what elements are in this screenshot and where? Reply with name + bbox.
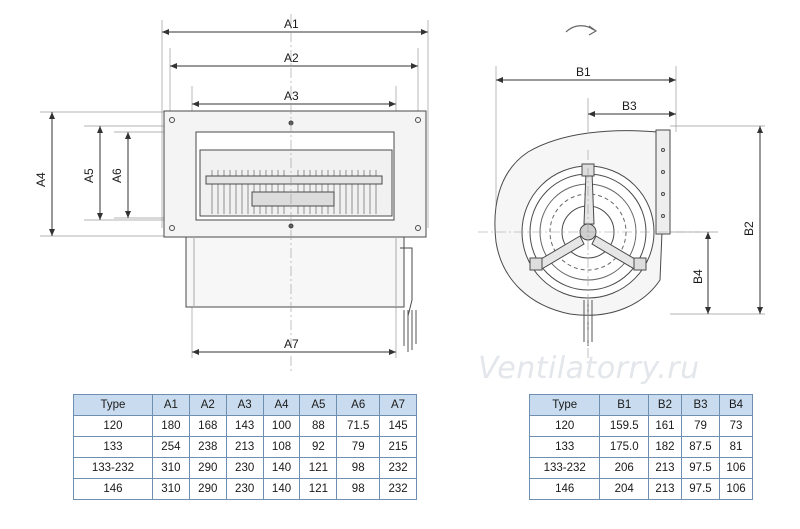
table-cell: 133-232 [73,457,153,479]
dim-label-a5: A5 [82,168,96,183]
table-header-cell: B3 [680,394,721,416]
table-cell: 310 [151,478,190,500]
table-cell: 213 [648,457,682,479]
dim-label-b4: B4 [691,269,705,284]
table-cell: 73 [719,415,753,437]
dim-label-a4: A4 [34,172,48,187]
table-cell: 161 [648,415,682,437]
table-header-cell: Type [528,394,601,416]
table-cell: 121 [299,457,338,479]
table-cell: 145 [379,415,417,437]
table-cell: 106 [719,478,753,500]
table-cell: 159.5 [599,415,650,437]
table-header-cell: B1 [599,394,650,416]
dim-label-b3: B3 [622,99,637,113]
table-cell: 213 [225,436,264,458]
table-cell: 213 [648,478,682,500]
dimensions-table-b: Type B1 B2 B3 B4 120 159.5 161 79 73 133… [528,394,753,500]
table-cell: 140 [262,457,301,479]
table-cell: 120 [73,415,153,437]
table-header-cell: Type [73,394,153,416]
table-row: 133 175.0 182 87.5 81 [528,436,753,458]
table-cell: 146 [528,478,601,500]
table-row: 146 310 290 230 140 121 98 232 [73,478,417,500]
table-cell: 230 [225,457,264,479]
table-cell: 175.0 [599,436,650,458]
table-header-cell: A3 [225,394,264,416]
table-cell: 133 [73,436,153,458]
table-cell: 98 [336,457,381,479]
table-header-row: Type A1 A2 A3 A4 A5 A6 A7 [73,394,417,416]
table-cell: 238 [188,436,227,458]
table-header-cell: A4 [262,394,301,416]
table-row: 120 159.5 161 79 73 [528,415,753,437]
table-cell: 182 [648,436,682,458]
table-header-cell: A2 [188,394,227,416]
table-cell: 81 [719,436,753,458]
table-cell: 97.5 [680,478,721,500]
table-cell: 206 [599,457,650,479]
table-cell: 204 [599,478,650,500]
table-cell: 180 [151,415,190,437]
table-cell: 79 [680,415,721,437]
table-cell: 98 [336,478,381,500]
rotation-direction-arrow-icon [565,25,598,36]
table-cell: 79 [336,436,381,458]
table-cell: 97.5 [680,457,721,479]
dim-label-a7: A7 [284,337,299,351]
dim-label-a2: A2 [284,51,299,65]
dim-label-a1: A1 [284,17,299,31]
table-header-cell: A6 [336,394,381,416]
table-cell: 120 [528,415,601,437]
side-view [478,66,765,360]
dim-label-a3: A3 [284,89,299,103]
table-row: 133 254 238 213 108 92 79 215 [73,436,417,458]
table-cell: 88 [299,415,338,437]
table-cell: 146 [73,478,153,500]
table-header-cell: A1 [151,394,190,416]
table-cell: 232 [379,478,417,500]
table-header-cell: B2 [648,394,682,416]
table-cell: 143 [225,415,264,437]
table-row: 133-232 206 213 97.5 106 [528,457,753,479]
table-cell: 310 [151,457,190,479]
table-cell: 71.5 [336,415,381,437]
table-cell: 133-232 [528,457,601,479]
table-cell: 87.5 [680,436,721,458]
dim-label-a6: A6 [110,168,124,183]
table-cell: 108 [262,436,301,458]
table-cell: 290 [188,457,227,479]
table-cell: 92 [299,436,338,458]
table-cell: 133 [528,436,601,458]
watermark-text: Ventilatorry.ru [478,351,700,386]
dim-label-b1: B1 [576,65,591,79]
front-view [40,14,429,372]
table-cell: 100 [262,415,301,437]
table-header-row: Type B1 B2 B3 B4 [528,394,753,416]
table-row: 133-232 310 290 230 140 121 98 232 [73,457,417,479]
dimensions-table-a: Type A1 A2 A3 A4 A5 A6 A7 120 180 168 14… [73,394,417,500]
table-cell: 121 [299,478,338,500]
table-header-cell: A5 [299,394,338,416]
table-row: 120 180 168 143 100 88 71.5 145 [73,415,417,437]
table-cell: 230 [225,478,264,500]
table-header-cell: B4 [719,394,753,416]
dim-label-b2: B2 [742,221,756,236]
table-cell: 290 [188,478,227,500]
table-cell: 232 [379,457,417,479]
table-row: 146 204 213 97.5 106 [528,478,753,500]
table-cell: 140 [262,478,301,500]
table-cell: 106 [719,457,753,479]
table-cell: 254 [151,436,190,458]
table-cell: 215 [379,436,417,458]
table-header-cell: A7 [379,394,417,416]
table-cell: 168 [188,415,227,437]
